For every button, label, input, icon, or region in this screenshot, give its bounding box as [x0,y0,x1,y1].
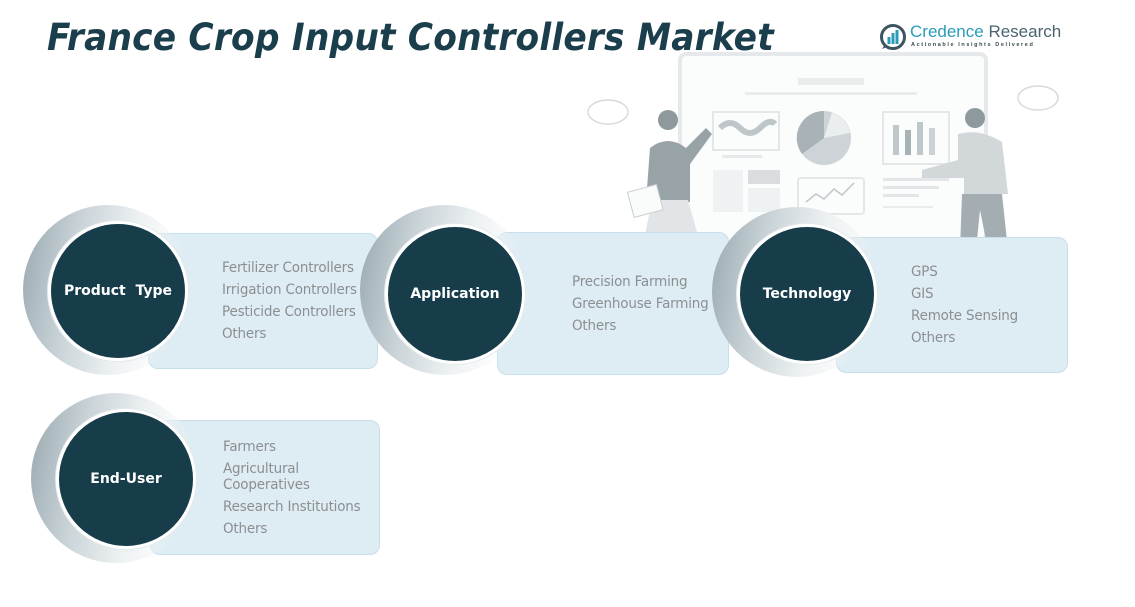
list-item: Agricultural Cooperatives [223,461,310,493]
list-item: Others [223,521,268,537]
segment-title-circle: End-User [56,409,196,549]
list-item: Others [911,330,956,346]
segment-title: Application [410,286,500,302]
list-item: Fertilizer Controllers [222,260,354,276]
segment-item-list: Farmers Agricultural Cooperatives Resear… [223,436,373,540]
speech-bubble-icon [587,85,1059,125]
segment-item-list: Precision Farming Greenhouse Farming Oth… [572,271,719,337]
list-item: Research Institutions [223,499,361,515]
segment-title: Technology [762,286,852,302]
segment-title: End-User [90,471,162,487]
list-item: Precision Farming [572,274,688,290]
list-item: Farmers [223,439,276,455]
segment-item-list: Fertilizer Controllers Irrigation Contro… [222,257,367,345]
brand-name: Credence Research [910,22,1062,41]
list-item: GPS [911,264,938,280]
list-item: Others [572,318,617,334]
brand-tagline: Actionable Insights Delivered [911,42,1035,48]
segment-title-circle: Technology [737,224,877,364]
presentation-illustration [587,52,1059,250]
segment-title-circle: Application [385,224,525,364]
list-item: Others [222,326,267,342]
pie-chart-icon [796,110,851,165]
list-item: GIS [911,286,934,302]
list-item: Irrigation Controllers [222,282,357,298]
segment-title: Product Type [63,283,173,299]
list-item: Pesticide Controllers [222,304,356,320]
list-item: Remote Sensing [911,308,1019,324]
segment-item-list: GPS GIS Remote Sensing Others [911,261,1026,349]
man-presenter-figure [922,108,1008,250]
page-title: France Crop Input Controllers Market [47,16,774,59]
list-item: Greenhouse Farming [572,296,709,312]
presentation-board [678,52,988,250]
segment-card [497,232,729,375]
segment-title-circle: Product Type [48,221,188,361]
bar-chart-logo-icon [880,24,906,50]
